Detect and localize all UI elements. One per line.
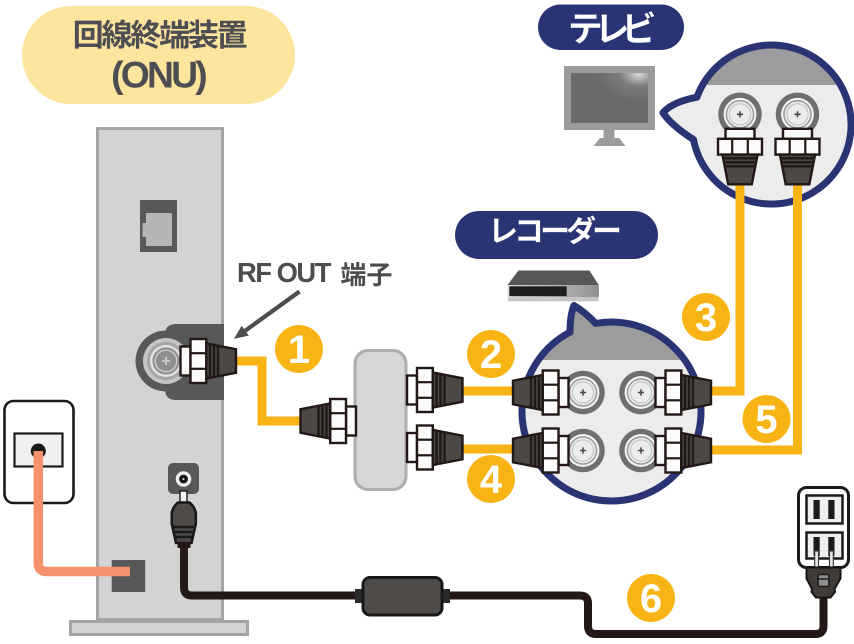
svg-text:(ONU): (ONU) — [111, 53, 206, 95]
svg-text:6: 6 — [640, 577, 662, 621]
svg-text:5: 5 — [755, 398, 777, 442]
svg-text:1: 1 — [288, 328, 310, 372]
svg-text:2: 2 — [480, 333, 502, 377]
svg-text:3: 3 — [695, 296, 717, 340]
svg-text:RF OUT: RF OUT — [237, 257, 332, 288]
svg-text:4: 4 — [480, 458, 503, 502]
